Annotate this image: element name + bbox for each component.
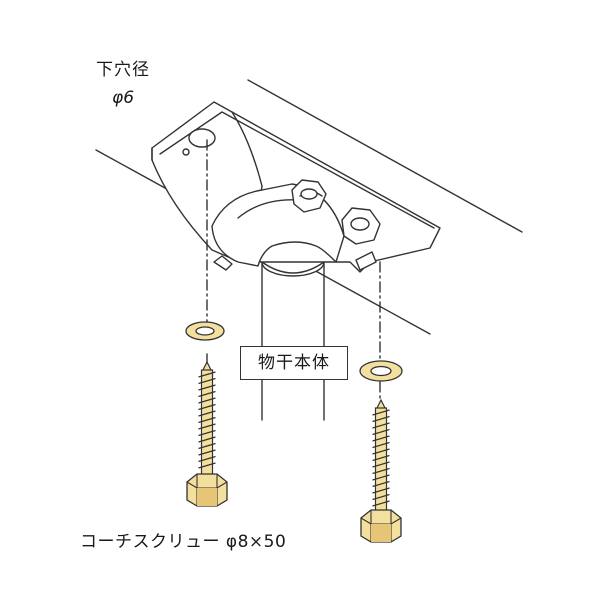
thread — [198, 442, 216, 450]
thread — [372, 487, 390, 494]
thread — [372, 435, 390, 442]
thread — [372, 428, 390, 436]
main-body-label: 物干本体 — [240, 346, 348, 380]
ceiling-edge-top — [247, 79, 523, 233]
thread — [198, 449, 216, 456]
thread — [198, 371, 216, 378]
thread — [372, 422, 390, 429]
hex-nut-upper — [291, 179, 327, 213]
thread — [198, 410, 216, 417]
thread — [372, 493, 390, 501]
thread — [198, 455, 216, 463]
thread — [198, 436, 216, 443]
pilot-hole-size: φ6 — [112, 88, 135, 108]
thread — [198, 423, 216, 430]
thread — [198, 429, 216, 437]
thread — [372, 454, 390, 462]
thread — [198, 390, 216, 398]
pilot-hole-title: 下穴径 — [96, 60, 150, 80]
thread — [198, 416, 216, 424]
thread — [372, 409, 390, 416]
thread — [372, 448, 390, 455]
pilot-hole — [188, 128, 216, 148]
thread — [198, 377, 216, 385]
coach-screw-left — [186, 360, 228, 507]
thread — [372, 441, 390, 449]
thread — [198, 403, 216, 411]
thread — [372, 461, 390, 468]
thread — [372, 500, 390, 507]
washer-right — [359, 360, 403, 382]
coach-screw-label: コーチスクリュー φ8×50 — [80, 532, 287, 552]
hex-nut-lower — [341, 207, 381, 245]
thread — [372, 467, 390, 475]
coach-screw-right — [360, 398, 402, 543]
thread — [372, 415, 390, 423]
pole — [261, 247, 325, 421]
thread — [198, 462, 216, 469]
thread — [198, 384, 216, 391]
washer-left — [185, 321, 225, 341]
thread — [372, 480, 390, 488]
thread — [198, 397, 216, 404]
thread — [372, 474, 390, 481]
